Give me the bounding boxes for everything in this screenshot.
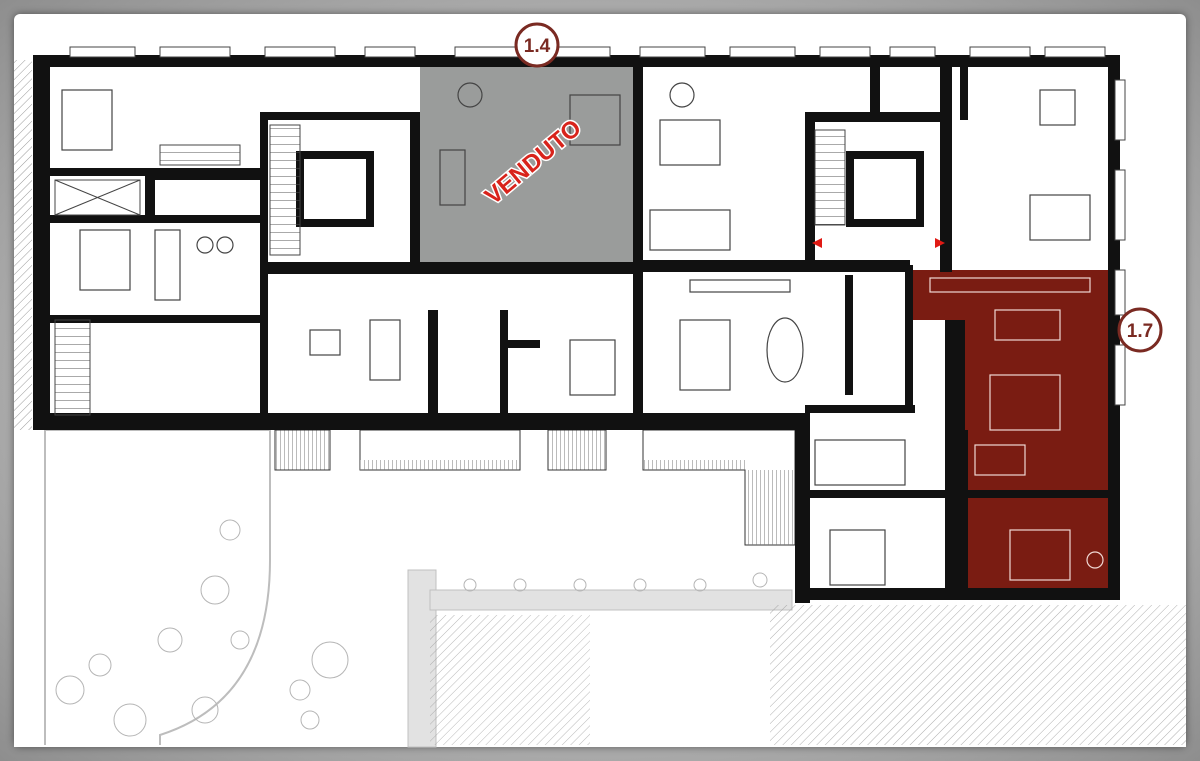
entrance-arrows (812, 238, 945, 248)
unit-1-7-number: 1.7 (1127, 321, 1153, 342)
windows (69, 46, 1126, 406)
unit-1-4-number: 1.4 (524, 36, 551, 57)
staircases (54, 124, 846, 416)
garden-plants (55, 519, 768, 737)
exterior-walls (33, 55, 1120, 603)
unit-1-4-area[interactable] (420, 58, 635, 263)
unit-1-7-furniture (929, 277, 1104, 581)
balconies (274, 429, 796, 546)
unit-1-4-marker[interactable]: 1.4 (514, 22, 560, 68)
interior-walls (50, 60, 1110, 590)
unit-1-7-marker[interactable]: 1.7 (1117, 307, 1163, 353)
furniture (61, 82, 1091, 586)
